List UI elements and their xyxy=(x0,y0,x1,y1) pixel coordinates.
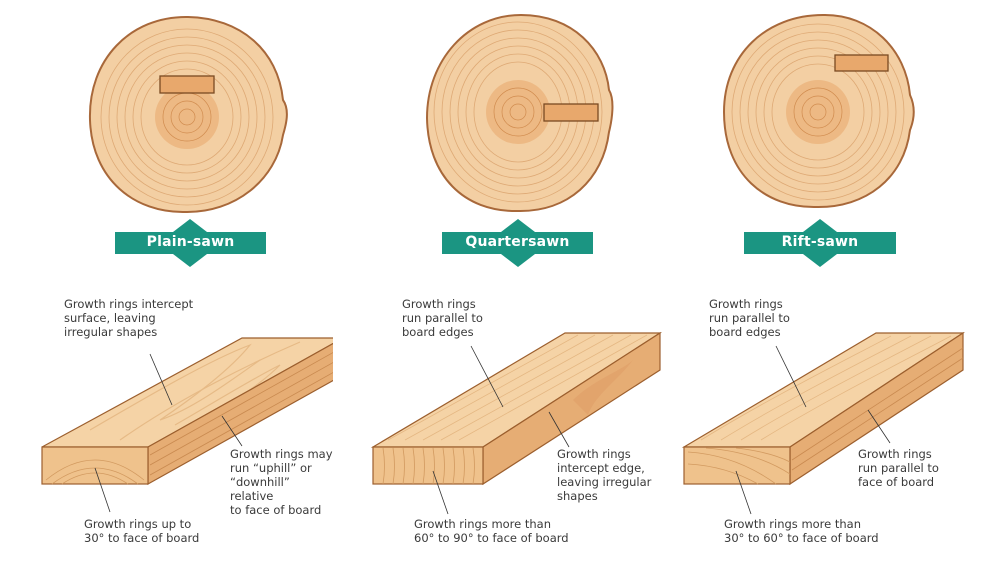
plain-sawn-illustration xyxy=(41,15,333,513)
rift-sawn-title: Rift-sawn xyxy=(781,234,859,250)
rift-sawn-side-label: Growth rings run parallel to face of boa… xyxy=(858,447,939,489)
rift-sawn-panel: Rift-sawn Growth rings run parallel to b… xyxy=(666,0,999,563)
rift-sawn-top-label: Growth rings run parallel to board edges xyxy=(709,297,790,339)
rift-sawn-end-label: Growth rings more than 30° to 60° to fac… xyxy=(724,517,879,545)
board-cut-marker xyxy=(159,75,215,94)
leader-lines xyxy=(94,353,243,513)
double-arrow-icon xyxy=(744,219,896,267)
double-arrow-icon xyxy=(115,219,266,267)
leader-lines xyxy=(735,345,891,515)
log-cross-section-icon xyxy=(425,13,614,213)
quartersawn-illustration xyxy=(370,13,663,515)
board-cut-marker xyxy=(543,103,599,122)
plain-sawn-title: Plain-sawn xyxy=(146,234,235,250)
quartersawn-panel: Quartersawn Growth rings run parallel to… xyxy=(333,0,666,563)
plain-sawn-panel: Plain-sawn Growth rings intercept surfac… xyxy=(0,0,333,563)
quartersawn-top-label: Growth rings run parallel to board edges xyxy=(402,297,483,339)
rift-sawn-illustration xyxy=(681,13,966,515)
quartersawn-title: Quartersawn xyxy=(465,234,570,250)
quartersawn-board-icon xyxy=(370,331,663,486)
rift-sawn-board-icon xyxy=(681,331,966,486)
log-cross-section-icon xyxy=(722,13,915,209)
plain-sawn-side-label: Growth rings may run “uphill” or “downhi… xyxy=(230,447,333,517)
plain-sawn-end-label: Growth rings up to 30° to face of board xyxy=(84,517,200,545)
leader-lines xyxy=(432,345,570,515)
log-cross-section-icon xyxy=(88,15,288,214)
double-arrow-icon xyxy=(442,219,593,267)
board-cut-marker xyxy=(834,54,889,72)
quartersawn-end-label: Growth rings more than 60° to 90° to fac… xyxy=(414,517,569,545)
plain-sawn-top-label: Growth rings intercept surface, leaving … xyxy=(64,297,194,339)
quartersawn-side-label: Growth rings intercept edge, leaving irr… xyxy=(557,447,652,503)
plain-sawn-board-icon xyxy=(41,337,333,486)
